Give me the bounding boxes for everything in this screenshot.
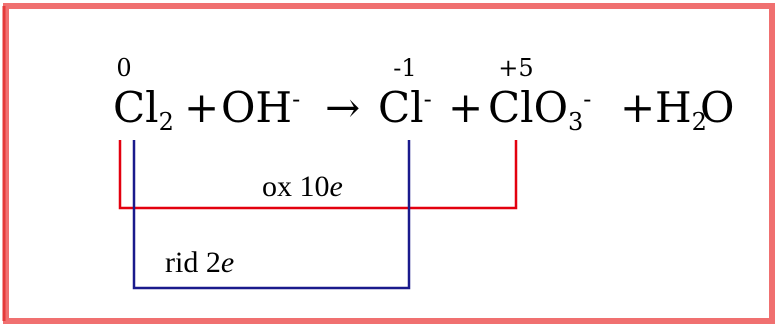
oxidation-label-text: ox 10 xyxy=(262,170,330,203)
hydroxide-symbol: OH xyxy=(221,83,292,132)
chemical-equation: Cl2+OH-→Cl-+ClO3-+H2O xyxy=(113,83,734,136)
oxidation-number-chlorate: +5 xyxy=(498,54,533,82)
oxidation-bracket xyxy=(118,140,518,210)
oxidation-electron-symbol: e xyxy=(330,170,343,203)
oxidation-number-chloride: -1 xyxy=(393,54,416,82)
cl2-subscript: 2 xyxy=(159,108,174,136)
reduction-label-text: rid 2 xyxy=(165,246,221,279)
frame-border xyxy=(3,3,775,324)
plus-sign-1: + xyxy=(184,83,219,132)
plus-sign-3: + xyxy=(620,83,655,132)
reduction-bracket xyxy=(132,140,411,290)
chloride-symbol: Cl xyxy=(378,83,424,132)
oxidation-number-cl2: 0 xyxy=(116,54,131,82)
reduction-label: rid 2e xyxy=(165,246,234,279)
chloride-charge: - xyxy=(424,85,432,113)
water-oxygen: O xyxy=(700,83,734,132)
chlorate-charge: - xyxy=(583,85,591,113)
hydroxide-charge: - xyxy=(292,85,300,113)
reduction-electron-symbol: e xyxy=(221,246,234,279)
cl2-symbol: Cl xyxy=(113,83,159,132)
water-hydrogen: H xyxy=(655,83,692,132)
oxidation-label: ox 10e xyxy=(262,170,343,203)
reaction-arrow: → xyxy=(325,83,360,132)
chlorate-subscript: 3 xyxy=(568,108,583,136)
plus-sign-2: + xyxy=(448,83,483,132)
water-subscript: 2 xyxy=(692,108,707,136)
chlorate-symbol: ClO xyxy=(488,83,568,132)
